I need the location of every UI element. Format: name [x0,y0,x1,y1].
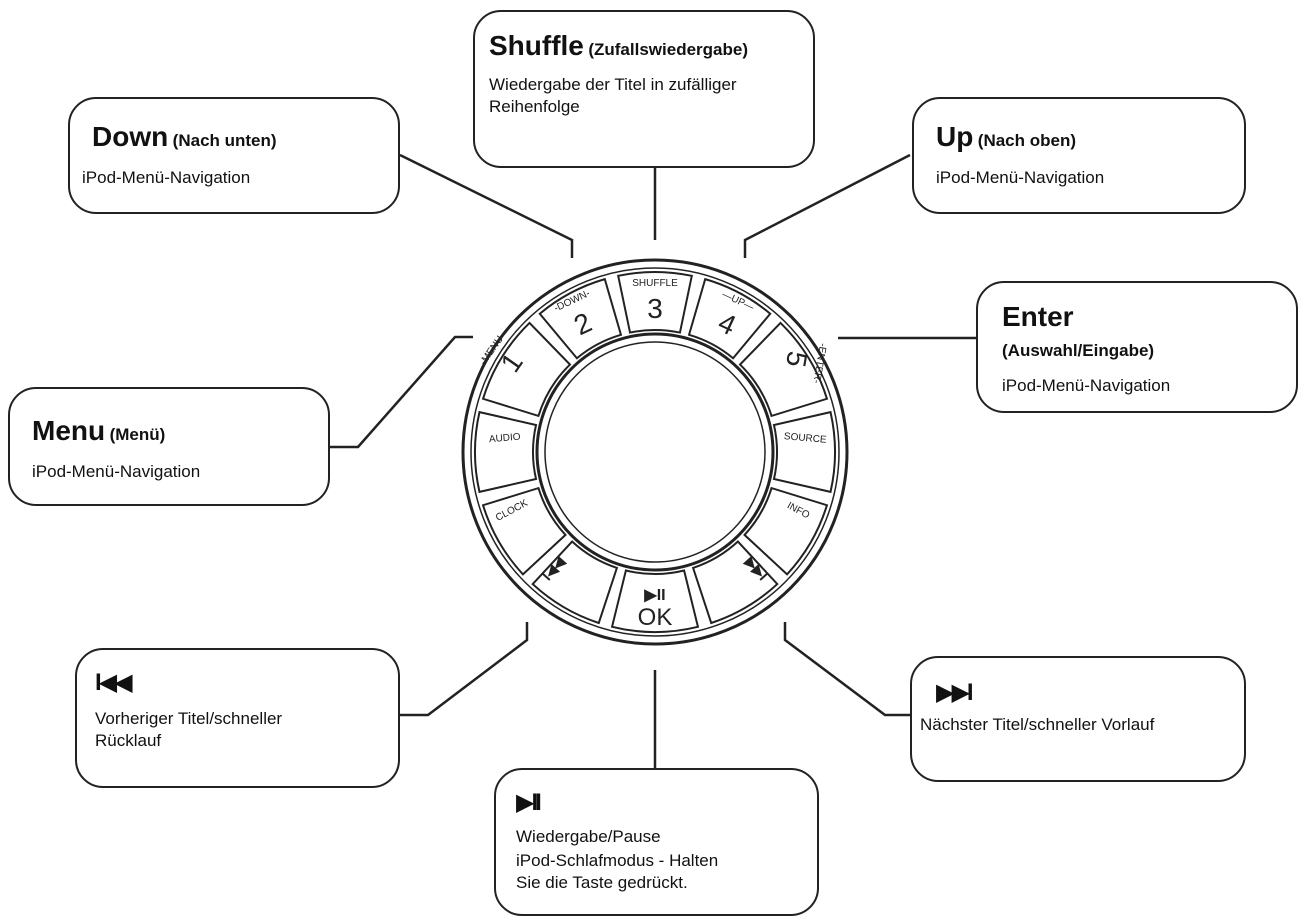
menu-desc: iPod-Menü-Navigation [32,462,201,481]
up-subtitle: (Nach oben) [977,131,1077,150]
callout-shuffle: Shuffle (Zufallswiedergabe) Wiedergabe d… [473,10,815,168]
connector-menu [330,335,473,449]
down-subtitle: (Nach unten) [172,131,277,150]
next-icon: ▶▶I [936,679,974,706]
playpause-icon: ▶II [516,789,542,816]
down-desc: iPod-Menü-Navigation [82,168,251,187]
audio-label: AUDIO [489,432,522,446]
btn-ok-segment [610,569,700,633]
next-desc: Nächster Titel/schneller Vorlauf [920,715,1155,734]
connector-lines [330,153,976,768]
callout-up: Up (Nach oben) iPod-Menü-Navigation [912,97,1246,214]
btn-1-segment [481,321,572,418]
btn-4-segment [687,277,772,360]
prev-desc-line2: Rücklauf [95,731,162,750]
callout-playpause: ▶II Wiedergabe/Pause iPod-Schlafmodus - … [494,768,819,916]
enter-desc: iPod-Menü-Navigation [1002,376,1171,395]
callout-prev: I◀◀ Vorheriger Titel/schneller Rücklauf [75,648,400,788]
ok-play-symbol: ▶II [643,587,665,604]
enter-title: Enter [1002,301,1074,332]
playpause-desc-line3: Sie die Taste gedrückt. [516,873,688,892]
btn-prev-segment [531,540,619,625]
up-desc: iPod-Menü-Navigation [936,168,1105,187]
btn-3-segment [617,271,693,334]
down-title: Down [92,121,169,152]
ok-label: OK [638,604,673,631]
menu-title: Menu [32,415,106,446]
btn-next-segment [691,540,779,625]
connector-up [743,153,911,258]
btn-audio-segment [474,410,538,494]
shuffle-subtitle: (Zufallswiedergabe) [588,40,748,59]
enter-subtitle: (Auswahl/Eingabe) [1002,341,1155,360]
btn5-number: 5 [780,349,813,370]
callout-menu: Menu (Menü) iPod-Menü-Navigation [8,387,330,506]
btn-clock-segment [481,486,567,576]
connector-down [399,153,574,258]
btn-source-segment [772,410,836,494]
connector-prev [400,622,529,717]
connector-next [783,622,910,717]
btn-5-segment [738,321,829,418]
source-label: SOURCE [783,431,827,446]
shuffle-desc-line2: Reihenfolge [489,97,580,116]
playpause-desc-line1: Wiedergabe/Pause [516,827,661,846]
prev-desc-line1: Vorheriger Titel/schneller [95,709,283,728]
btn3-number: 3 [647,293,663,324]
callout-down: Down (Nach unten) iPod-Menü-Navigation [68,97,400,214]
btn3-tag: SHUFFLE [632,278,678,289]
shuffle-title: Shuffle [489,30,584,61]
up-title: Up [936,121,974,152]
shuffle-desc-line1: Wiedergabe der Titel in zufälliger [489,75,737,94]
prev-icon: I◀◀ [95,669,133,696]
btn-2-segment [538,277,623,360]
playpause-desc-line2: iPod-Schlafmodus - Halten [516,851,719,870]
callout-enter: Enter (Auswahl/Eingabe) iPod-Menü-Naviga… [976,281,1298,413]
callout-next: ▶▶I Nächster Titel/schneller Vorlauf [910,656,1246,782]
btn-info-segment [743,486,829,576]
menu-subtitle: (Menü) [109,425,166,444]
